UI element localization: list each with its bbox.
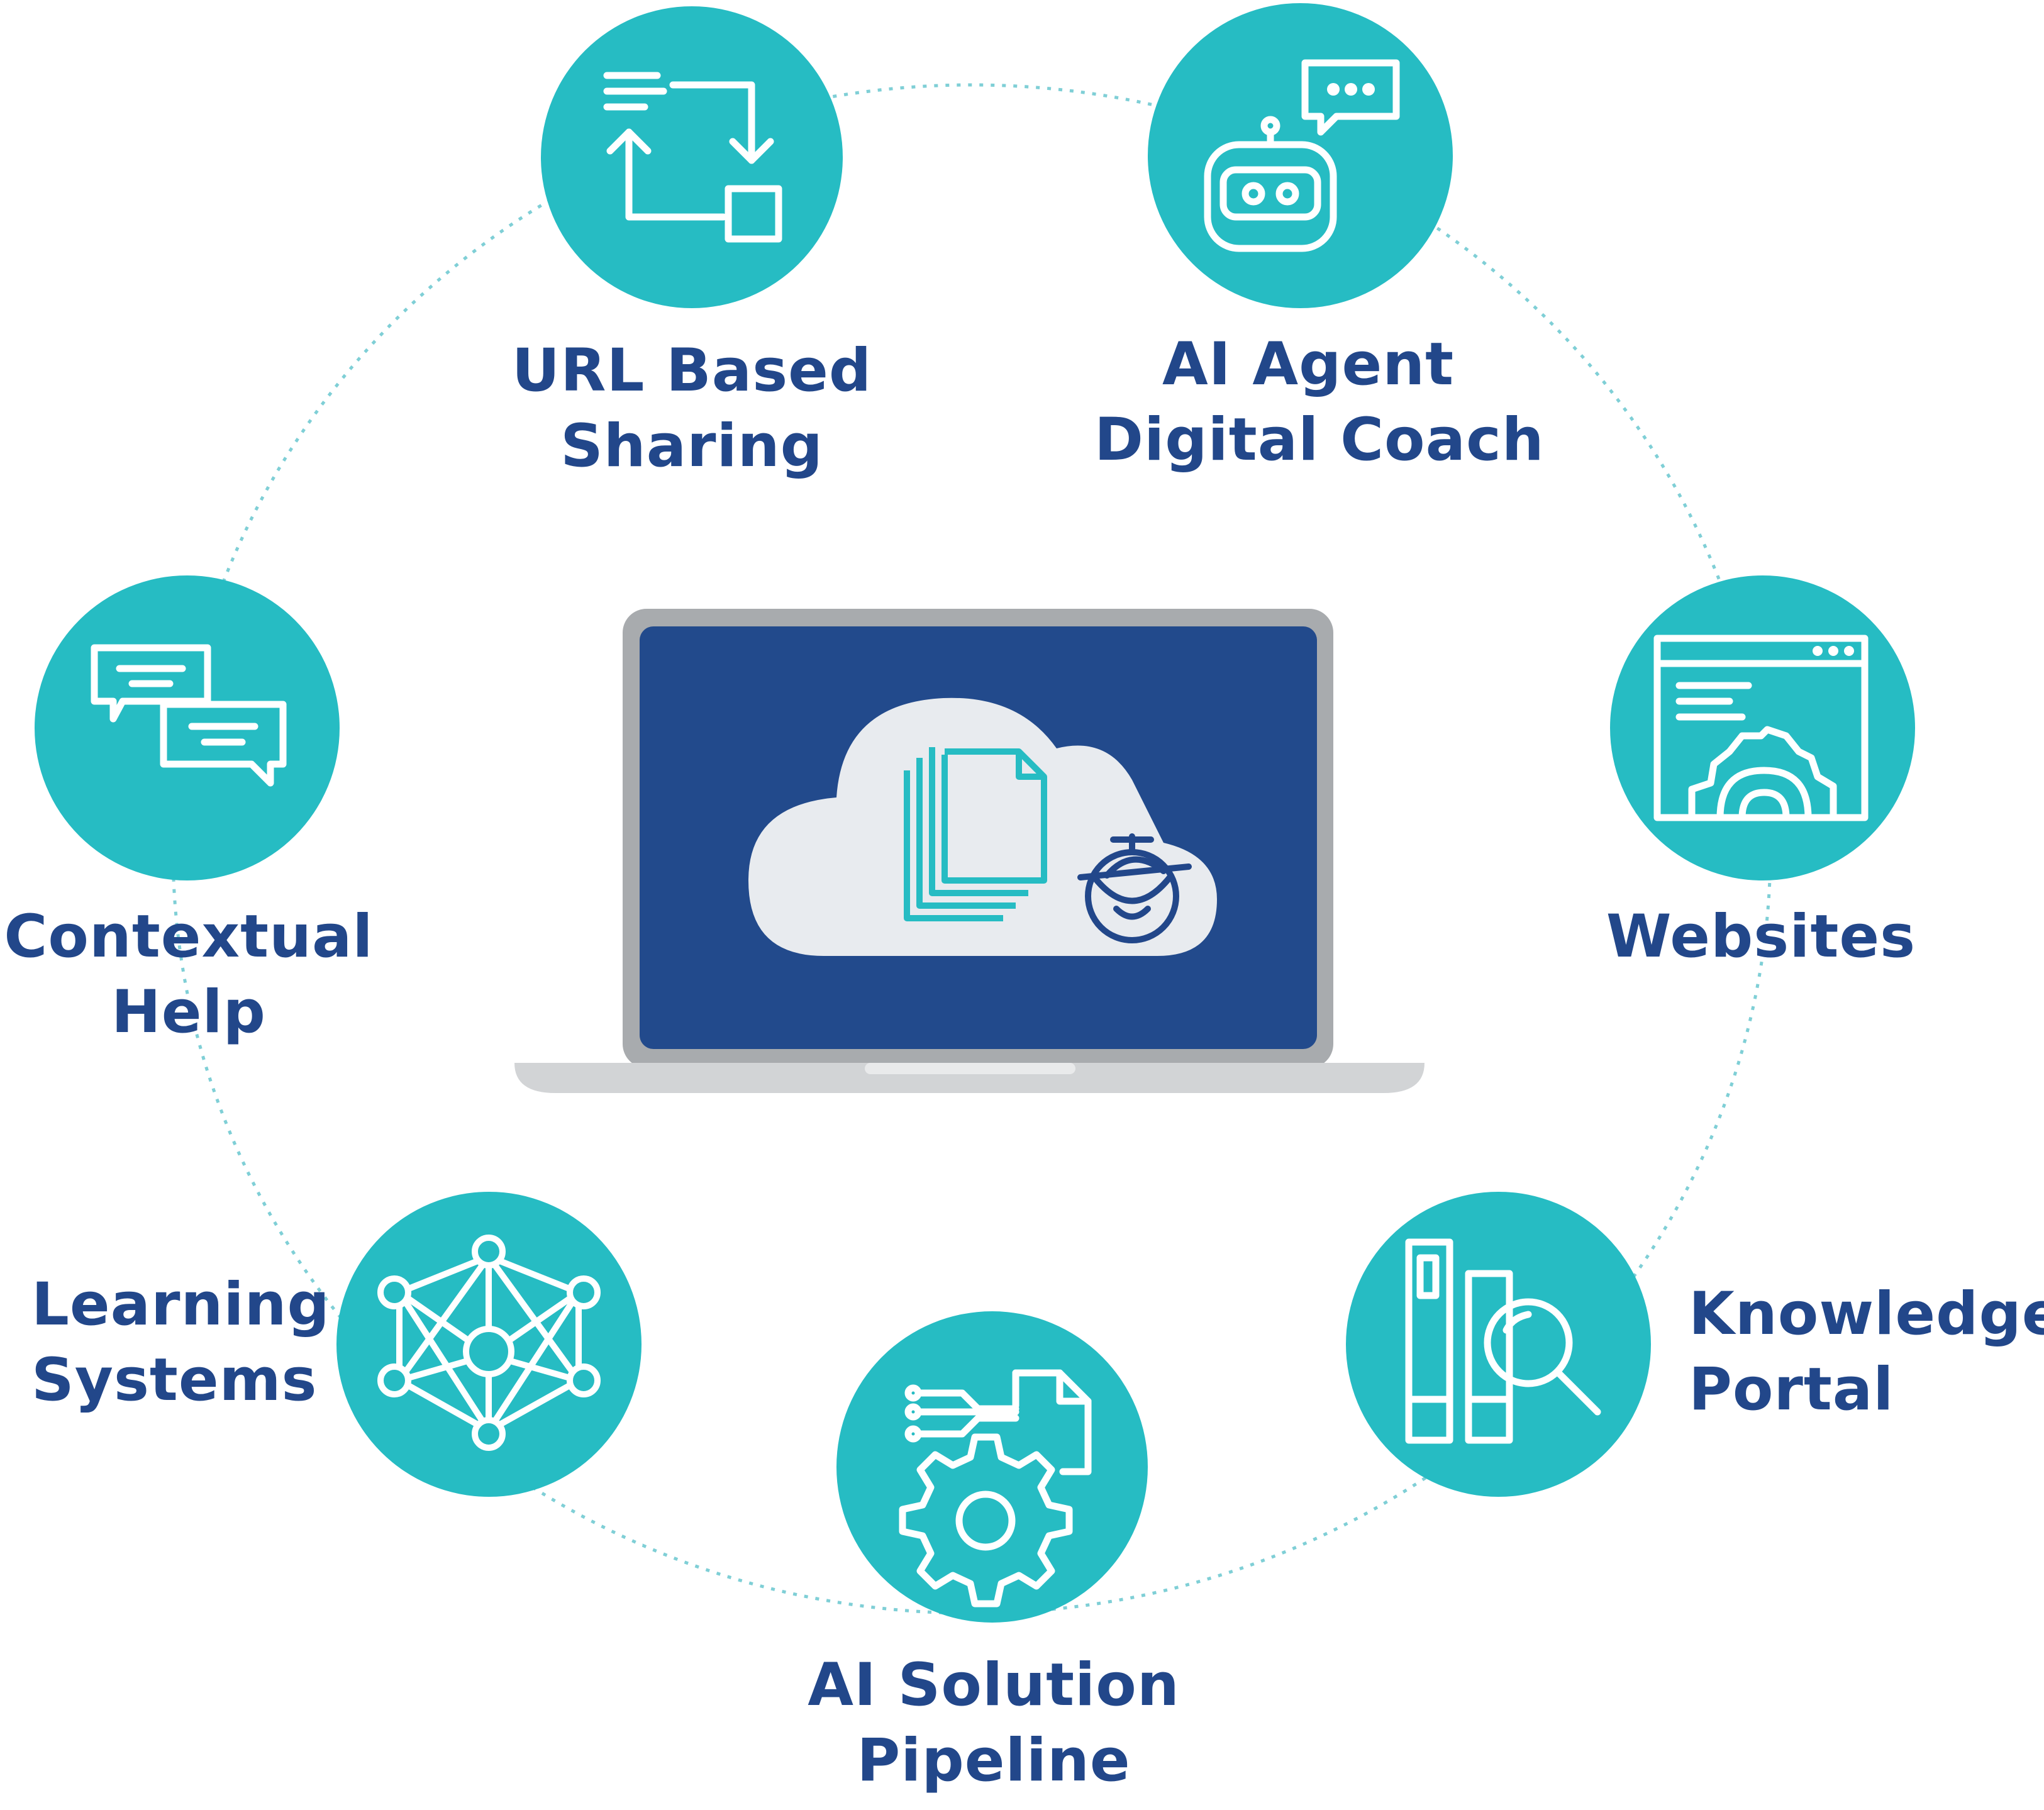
label-line: Portal (1689, 1355, 1894, 1424)
node-url-based-sharing (541, 6, 843, 308)
node-learning-systems (336, 1192, 642, 1497)
label-line: AI Agent (1162, 330, 1455, 399)
label-line: Help (111, 978, 266, 1047)
label-line: Systems (31, 1346, 318, 1414)
laptop-cloud-documents-icon (514, 609, 1425, 1093)
label-line: Contextual (4, 902, 374, 971)
chatbot-icon (1204, 59, 1400, 252)
label-line: Digital Coach (1094, 406, 1545, 474)
node-ai-solution-pipeline (836, 1311, 1148, 1623)
gear-document-icon (899, 1369, 1092, 1607)
label-line: Pipeline (857, 1726, 1131, 1795)
chat-bubbles-icon (91, 644, 287, 787)
label-line: Websites (1606, 902, 1916, 971)
label-line: Sharing (560, 412, 823, 480)
label-line: URL Based (511, 336, 872, 405)
books-search-icon (1405, 1238, 1601, 1444)
node-contextual-help (35, 575, 340, 880)
transfer-icon (603, 72, 782, 243)
label-contextual-help: Contextual Help (0, 899, 377, 1050)
label-ai-solution-pipeline: AI Solution Pipeline (774, 1648, 1214, 1799)
node-knowledge-portal (1346, 1192, 1651, 1497)
label-websites: Websites (1572, 899, 1950, 975)
label-line: Learning (31, 1270, 330, 1339)
label-learning-systems: Learning Systems (31, 1267, 330, 1418)
label-knowledge-portal: Knowledge Portal (1689, 1277, 2044, 1428)
website-gear-icon (1653, 635, 1869, 821)
node-websites (1610, 575, 1915, 880)
label-ai-agent-digital-coach: AI Agent Digital Coach (1094, 327, 1545, 478)
node-ai-agent-digital-coach (1148, 3, 1453, 308)
neural-network-icon (377, 1235, 601, 1451)
label-line: Knowledge (1689, 1280, 2044, 1348)
label-url-based-sharing: URL Based Sharing (503, 333, 880, 484)
label-line: AI Solution (808, 1651, 1180, 1719)
